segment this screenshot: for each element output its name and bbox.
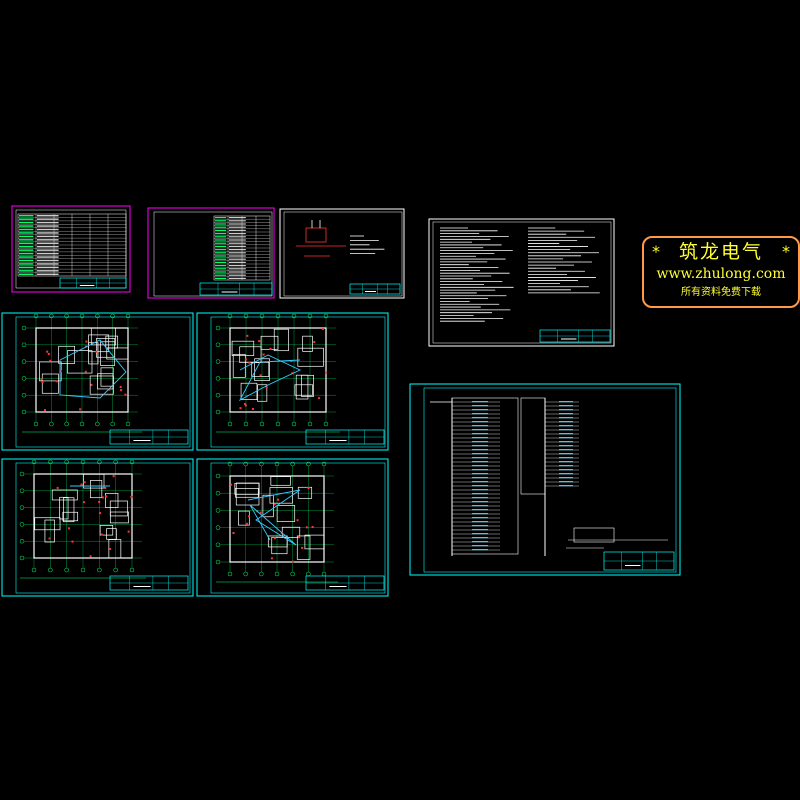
legend-table-sheet-2[interactable]	[147, 207, 275, 299]
legend-table-sheet-1[interactable]	[11, 205, 131, 293]
riser-diagram	[430, 397, 668, 556]
wiring-route	[59, 339, 127, 399]
title-block	[199, 282, 273, 296]
star-icon: *	[782, 242, 790, 261]
floor-plan-sheet-1[interactable]	[1, 312, 194, 451]
detail-drawing-sheet[interactable]	[279, 208, 405, 299]
floor-plan-drawing	[215, 461, 338, 583]
title-block	[305, 575, 385, 591]
design-notes-sheet[interactable]	[428, 218, 615, 347]
floor-plan-drawing	[19, 459, 146, 579]
title-block	[603, 551, 675, 571]
title-block	[305, 429, 385, 445]
title-block	[109, 429, 189, 445]
floor-plan-sheet-2[interactable]	[196, 312, 389, 451]
notes-text-block	[440, 227, 514, 322]
notes-text-block	[350, 235, 385, 255]
watermark-note: 所有资料免费下载	[681, 287, 761, 298]
title-block	[59, 277, 127, 289]
title-block	[349, 283, 401, 295]
title-block	[109, 575, 189, 591]
legend-table	[213, 215, 271, 281]
detail-schematic	[296, 220, 346, 257]
star-icon: *	[652, 242, 660, 261]
legend-table	[17, 213, 127, 277]
wiring-route	[238, 354, 302, 402]
title-block	[539, 329, 611, 343]
wiring-route	[247, 489, 301, 546]
system-diagram-sheet[interactable]	[409, 383, 681, 576]
notes-text-block	[528, 227, 600, 294]
watermark-title: 筑龙电气	[678, 241, 763, 263]
floor-plan-sheet-4[interactable]	[196, 458, 389, 597]
floor-plan-sheet-3[interactable]	[1, 458, 194, 597]
zhulong-watermark: * * 筑龙电气 www.zhulong.com 所有资料免费下载	[642, 236, 800, 308]
watermark-url: www.zhulong.com	[656, 266, 786, 282]
